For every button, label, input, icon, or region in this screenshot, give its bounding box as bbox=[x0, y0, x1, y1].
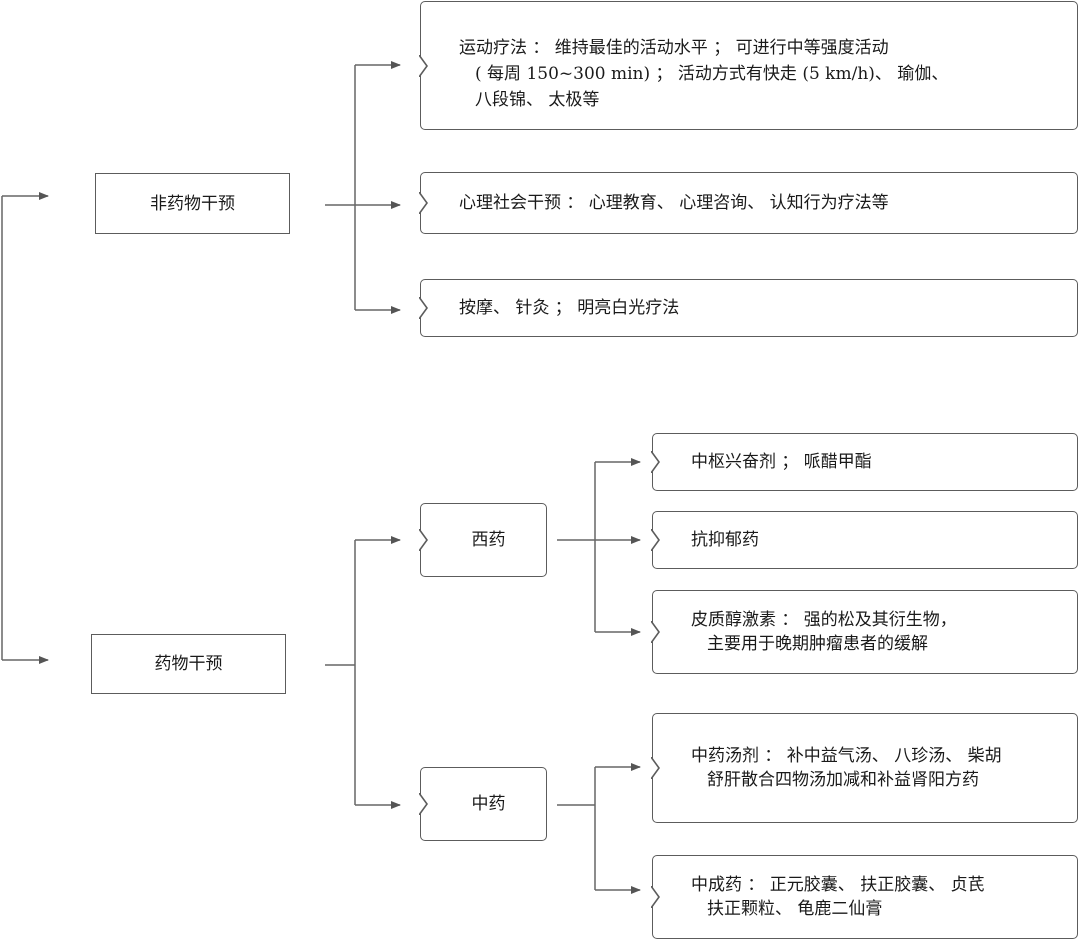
antidepressant-text: 抗抑郁药 bbox=[691, 530, 759, 550]
western-medicine-label: 西药 bbox=[471, 530, 506, 550]
box-notch bbox=[419, 529, 428, 551]
exercise-therapy-text: 运动疗法 ： 维持最佳的活动水平 ； 可进行中等强度活动 ( 每周 150~30… bbox=[459, 35, 948, 113]
drug-label: 药物干预 bbox=[154, 654, 223, 674]
box-notch bbox=[419, 793, 428, 815]
patent-medicine-box: 中成药 ： 正元胶囊、 扶正胶囊、 贞芪 扶正颗粒、 龟鹿二仙膏 bbox=[651, 855, 1078, 939]
exercise-therapy-box: 运动疗法 ： 维持最佳的活动水平 ； 可进行中等强度活动 ( 每周 150~30… bbox=[419, 1, 1078, 130]
decoction-box: 中药汤剂 ： 补中益气汤、 八珍汤、 柴胡 舒肝散合四物汤加减和补益肾阳方药 bbox=[651, 713, 1078, 823]
box-notch bbox=[651, 621, 660, 643]
western-medicine-box: 西药 bbox=[419, 503, 547, 577]
antidepressant-box: 抗抑郁药 bbox=[651, 511, 1078, 569]
decoction-line-2: 舒肝散合四物汤加减和补益肾阳方药 bbox=[707, 770, 979, 790]
drug-box: 药物干预 bbox=[91, 634, 286, 694]
exercise-line-1: 运动疗法 ： 维持最佳的活动水平 ； 可进行中等强度活动 bbox=[459, 38, 889, 58]
box-notch bbox=[419, 297, 428, 319]
patent-line-1: 中成药 ： 正元胶囊、 扶正胶囊、 贞芪 bbox=[691, 875, 985, 895]
corticosteroid-box: 皮质醇激素 ： 强的松及其衍生物， 主要用于晚期肿瘤患者的缓解 bbox=[651, 590, 1078, 674]
psychosocial-box: 心理社会干预 ： 心理教育、 心理咨询、 认知行为疗法等 bbox=[419, 172, 1078, 234]
box-notch bbox=[651, 529, 660, 551]
non-drug-label: 非药物干预 bbox=[150, 193, 235, 214]
chinese-medicine-box: 中药 bbox=[419, 767, 547, 841]
decoction-text: 中药汤剂 ： 补中益气汤、 八珍汤、 柴胡 舒肝散合四物汤加减和补益肾阳方药 bbox=[691, 744, 1002, 792]
non-drug-box: 非药物干预 bbox=[95, 173, 290, 234]
decoction-line-1: 中药汤剂 ： 补中益气汤、 八珍汤、 柴胡 bbox=[691, 746, 1002, 766]
massage-box: 按摩、 针灸 ； 明亮白光疗法 bbox=[419, 279, 1078, 337]
patent-line-2: 扶正颗粒、 龟鹿二仙膏 bbox=[707, 899, 883, 919]
box-notch bbox=[651, 886, 660, 908]
box-notch bbox=[651, 451, 660, 473]
stimulant-box: 中枢兴奋剂 ； 哌醋甲酯 bbox=[651, 433, 1078, 491]
massage-text: 按摩、 针灸 ； 明亮白光疗法 bbox=[459, 298, 680, 318]
corticosteroid-line-1: 皮质醇激素 ： 强的松及其衍生物， bbox=[691, 610, 957, 630]
exercise-line-2: ( 每周 150~300 min) ； 活动方式有快走 (5 km/h)、 瑜伽… bbox=[475, 64, 949, 84]
box-notch bbox=[419, 192, 428, 214]
stimulant-text: 中枢兴奋剂 ； 哌醋甲酯 bbox=[691, 452, 872, 472]
box-notch bbox=[651, 757, 660, 779]
patent-medicine-text: 中成药 ： 正元胶囊、 扶正胶囊、 贞芪 扶正颗粒、 龟鹿二仙膏 bbox=[691, 873, 985, 921]
corticosteroid-text: 皮质醇激素 ： 强的松及其衍生物， 主要用于晚期肿瘤患者的缓解 bbox=[691, 608, 957, 656]
corticosteroid-line-2: 主要用于晚期肿瘤患者的缓解 bbox=[707, 634, 928, 654]
psychosocial-text: 心理社会干预 ： 心理教育、 心理咨询、 认知行为疗法等 bbox=[459, 193, 889, 213]
chinese-medicine-label: 中药 bbox=[471, 794, 506, 814]
box-notch bbox=[419, 54, 428, 77]
exercise-line-3: 八段锦、 太极等 bbox=[475, 90, 600, 110]
